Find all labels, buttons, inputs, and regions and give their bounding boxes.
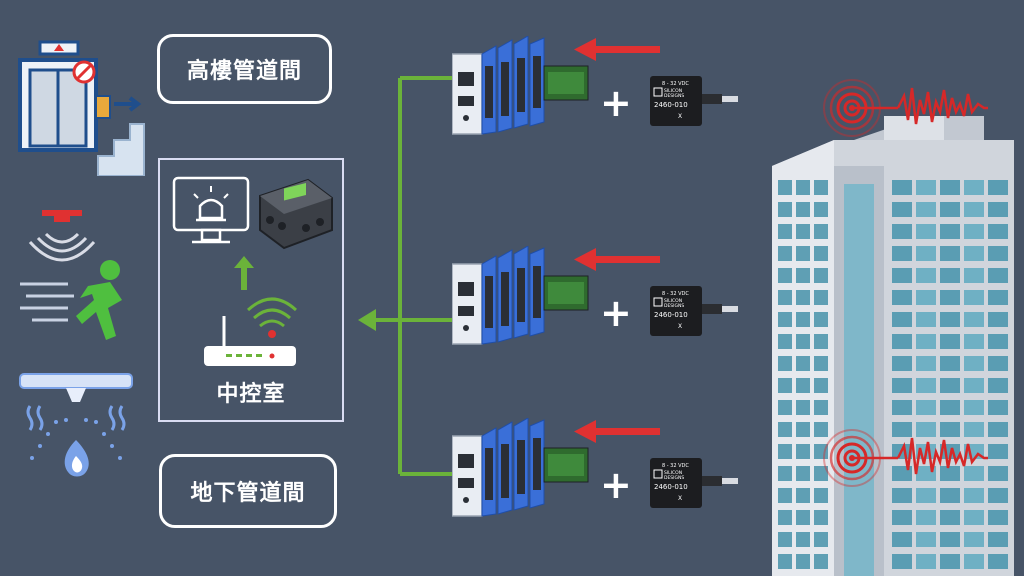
wifi-router-icon: [204, 297, 298, 366]
gateway-device-icon: [259, 178, 333, 250]
staircase-icon: [97, 123, 145, 176]
sensor-voltage: 8 - 32 VDC: [662, 81, 689, 87]
sprinkler-icon: [19, 373, 133, 477]
plus-sign: +: [600, 291, 632, 335]
sensor-brand-2: DESIGNS: [664, 303, 684, 309]
sensor-brand-2: DESIGNS: [664, 93, 684, 99]
running-person-icon: [76, 260, 122, 340]
sensor-brand-1: SILICON: [664, 470, 682, 476]
accelerometer-icon: 8 - 32 VDC SILICON DESIGNS 2460-010 X: [650, 286, 738, 336]
sensor-brand-1: SILICON: [664, 88, 682, 94]
motion-sensor-icon: [20, 210, 122, 340]
control-room-label: 中控室: [216, 382, 286, 407]
sensor-model: 2460-010: [654, 311, 688, 319]
alarm-monitor-icon: [172, 176, 250, 244]
plus-sign: +: [600, 81, 632, 125]
building-icon: [772, 116, 1014, 576]
sensor-brand-1: SILICON: [664, 298, 682, 304]
accelerometer-icon: 8 - 32 VDC SILICON DESIGNS 2460-010 X: [650, 76, 738, 126]
sensor-brand-2: DESIGNS: [664, 475, 684, 481]
sensor-model: 2460-010: [654, 483, 688, 491]
sensor-voltage: 8 - 32 VDC: [662, 291, 689, 297]
sensor-axis: X: [678, 323, 682, 330]
sensor-axis: X: [678, 113, 682, 120]
green-arrow-left-icon: [358, 309, 376, 331]
upper-shaft-text: 高樓管道間: [186, 59, 302, 84]
lower-shaft-text: 地下管道間: [190, 481, 306, 506]
accelerometer-icon: 8 - 32 VDC SILICON DESIGNS 2460-010 X: [650, 458, 738, 508]
data-logger-icon: [452, 418, 589, 517]
fire-icon: [64, 440, 89, 477]
control-room-box: 中控室: [158, 158, 344, 422]
elevator-icon: [18, 40, 145, 176]
green-arrow-up-icon: [234, 256, 254, 290]
vibration-signal-icon: [823, 79, 988, 137]
sensor-model: 2460-010: [654, 101, 688, 109]
lower-shaft-label: 地下管道間: [159, 454, 337, 528]
sensor-voltage: 8 - 32 VDC: [662, 463, 689, 469]
sensor-axis: X: [678, 495, 682, 502]
data-logger-icon: [452, 36, 589, 135]
no-entry-icon: [72, 60, 96, 84]
upper-shaft-label: 高樓管道間: [157, 34, 332, 104]
plus-sign: +: [600, 463, 632, 507]
data-logger-icon: [452, 246, 589, 345]
vibration-signal-icon: [823, 429, 988, 487]
